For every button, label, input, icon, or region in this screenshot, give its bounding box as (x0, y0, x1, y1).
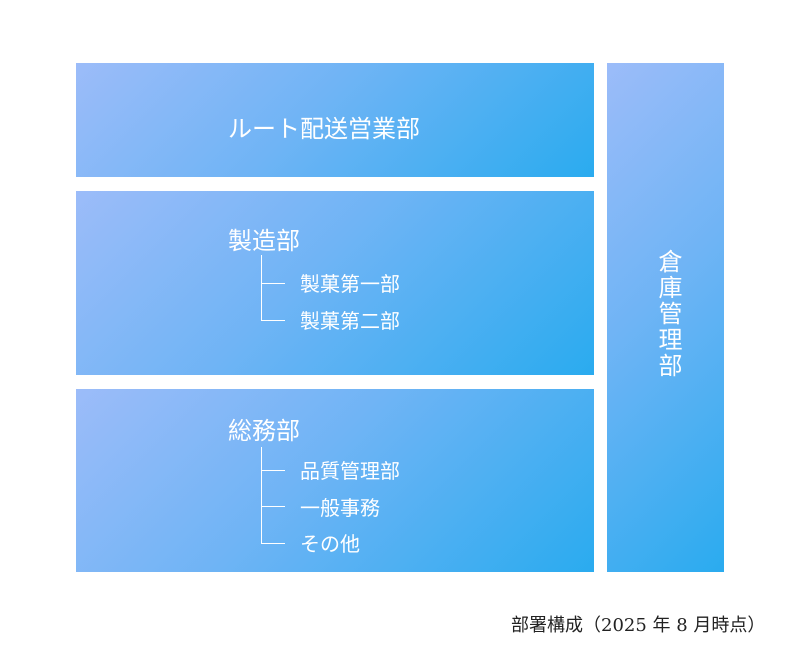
route-sales-box: ルート配送営業部 (76, 63, 594, 177)
manufacturing-title: 製造部 (228, 227, 300, 255)
tree-branch (261, 283, 285, 284)
tree-line (261, 447, 262, 544)
route-sales-title: ルート配送営業部 (228, 115, 420, 143)
sub-department: 製菓第二部 (300, 309, 400, 333)
tree-branch (261, 320, 285, 321)
general-affairs-box: 総務部 品質管理部 一般事務 その他 (76, 389, 594, 572)
tree-branch (261, 470, 285, 471)
sub-department: 品質管理部 (300, 459, 400, 483)
diagram-caption: 部署構成（2025 年 8 月時点） (511, 615, 766, 636)
tree-branch (261, 543, 285, 544)
tree-line (261, 255, 262, 321)
manufacturing-box: 製造部 製菓第一部 製菓第二部 (76, 191, 594, 375)
warehouse-box: 倉庫管理部 (607, 63, 724, 572)
general-affairs-title: 総務部 (228, 417, 300, 445)
warehouse-title: 倉庫管理部 (654, 249, 682, 379)
tree-branch (261, 506, 285, 507)
sub-department: 一般事務 (300, 496, 380, 520)
sub-department: その他 (300, 532, 360, 556)
sub-department: 製菓第一部 (300, 272, 400, 296)
